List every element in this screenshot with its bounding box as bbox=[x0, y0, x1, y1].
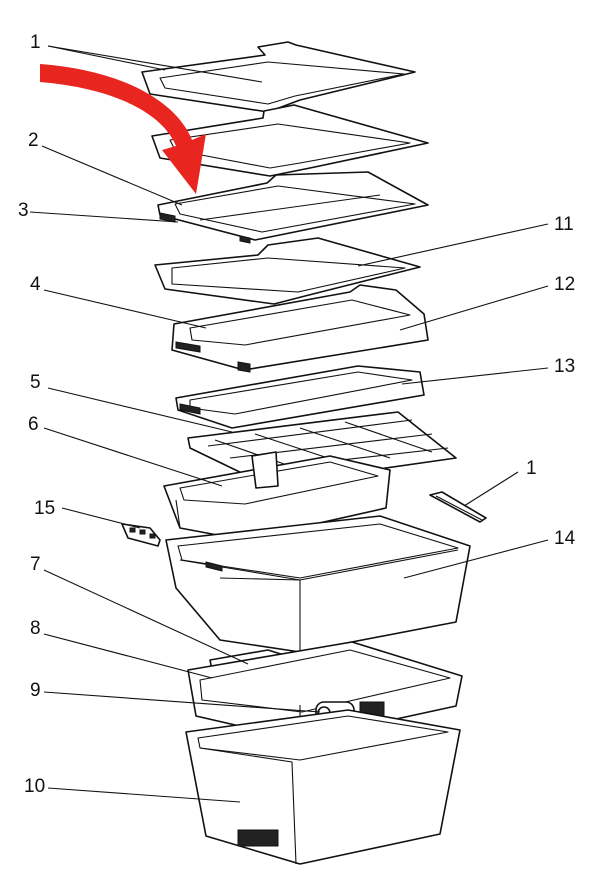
callout-15: 15 bbox=[34, 498, 55, 519]
insert-direction-arrow bbox=[40, 64, 206, 194]
glass-shelf-top bbox=[141, 41, 416, 113]
clip-part bbox=[121, 523, 161, 547]
callout-7: 7 bbox=[30, 554, 41, 575]
callout-10: 10 bbox=[24, 776, 45, 797]
callout-6: 6 bbox=[28, 414, 39, 435]
callout-13: 13 bbox=[554, 356, 575, 377]
shelf-frame bbox=[157, 171, 429, 244]
callout-9: 9 bbox=[30, 680, 41, 701]
callout-12: 12 bbox=[554, 274, 575, 295]
callout-8: 8 bbox=[30, 618, 41, 639]
drawer-rail bbox=[429, 491, 487, 523]
glass-shelf-lower bbox=[154, 237, 421, 305]
callout-4: 4 bbox=[30, 274, 41, 295]
callout-5: 5 bbox=[30, 372, 41, 393]
callout-3: 3 bbox=[18, 200, 29, 221]
small-drawer bbox=[163, 451, 391, 541]
drawer-tray-upper bbox=[171, 284, 429, 373]
callout-1-rail: 1 bbox=[526, 458, 537, 479]
bottom-bin bbox=[185, 709, 461, 865]
large-drawer bbox=[165, 515, 471, 653]
callout-11: 11 bbox=[554, 214, 574, 235]
callout-2: 2 bbox=[28, 130, 39, 151]
callout-1-top: 1 bbox=[30, 32, 41, 53]
leader-lines bbox=[29, 45, 549, 803]
callout-14: 14 bbox=[554, 528, 576, 549]
drawer-cover-frame bbox=[175, 365, 425, 429]
